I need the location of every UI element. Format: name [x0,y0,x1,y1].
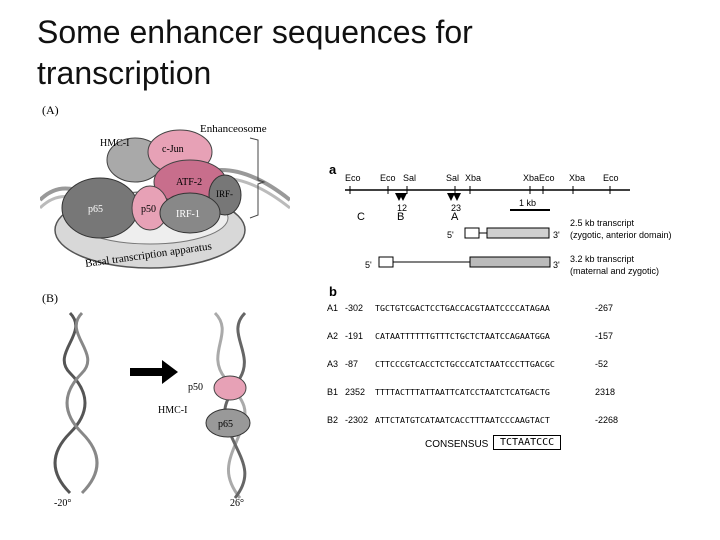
svg-text:2.5 kb transcript: 2.5 kb transcript [570,218,635,228]
svg-text:3': 3' [553,260,560,270]
seq-panel-label: b [329,284,337,299]
svg-text:Sal: Sal [446,173,459,183]
figure-a-enhanceosome: (A) Enhanceosome HMC-I c-Jun ATF-2 IRF- … [38,100,292,285]
figure-a-label: (A) [42,103,59,117]
svg-text:Eco: Eco [380,173,396,183]
figure-b-label: (B) [42,291,58,305]
svg-text:Eco: Eco [603,173,619,183]
consensus-sequence: TCTAATCCC [493,435,562,450]
enhanceosome-label: Enhanceosome [200,123,267,135]
element-b: B [397,211,404,223]
svg-text:23: 23 [451,203,461,213]
label-irf: IRF- [216,189,233,199]
irf-1-protein [159,192,221,234]
scale-bar-label: 1 kb [519,198,536,208]
svg-text:5': 5' [447,230,454,240]
angle-right: 26° [230,498,244,509]
element-c: C [357,211,365,223]
map-panel-label: a [329,162,337,177]
restriction-map: a Eco Eco Sal Sal Xba Xba Eco Xba Eco 12… [325,160,705,285]
element-a: A [451,211,459,223]
arrow-icon [130,360,178,384]
svg-text:Eco: Eco [539,173,555,183]
site-ticks: Eco Eco Sal Sal Xba Xba Eco Xba Eco [345,173,619,194]
angle-left: -20° [54,498,71,509]
label-irf-1: IRF-1 [176,209,200,220]
svg-text:Xba: Xba [569,173,585,183]
label-p50-b: p50 [188,382,203,393]
label-atf-2: ATF-2 [176,177,202,188]
label-p65-b: p65 [218,419,233,430]
slide-title: Some enhancer sequences for transcriptio… [37,14,473,91]
label-hmg-i: HMC-I [100,138,129,149]
svg-text:Eco: Eco [345,173,361,183]
svg-text:Xba: Xba [465,173,481,183]
figure-b-dna-bending: (B) p50 HMC-I p65 -20° 26° [40,288,290,518]
consensus-label: CONSENSUS [425,439,489,450]
svg-text:12: 12 [397,203,407,213]
label-hmg-i-b: HMC-I [158,405,187,416]
svg-text:Sal: Sal [403,173,416,183]
svg-text:3.2 kb transcript: 3.2 kb transcript [570,254,635,264]
label-p65: p65 [88,204,103,215]
label-p50: p50 [141,204,156,215]
svg-text:Xba: Xba [523,173,539,183]
svg-text:(zygotic, anterior domain): (zygotic, anterior domain) [570,230,672,240]
sequence-panel: b A1 -302 TGCTGTCGACTCCTGACCACGTAATCCCCA… [327,284,619,450]
label-c-jun: c-Jun [162,144,184,155]
svg-text:5': 5' [365,260,372,270]
svg-text:(maternal and zygotic): (maternal and zygotic) [570,266,659,276]
svg-text:3': 3' [553,230,560,240]
